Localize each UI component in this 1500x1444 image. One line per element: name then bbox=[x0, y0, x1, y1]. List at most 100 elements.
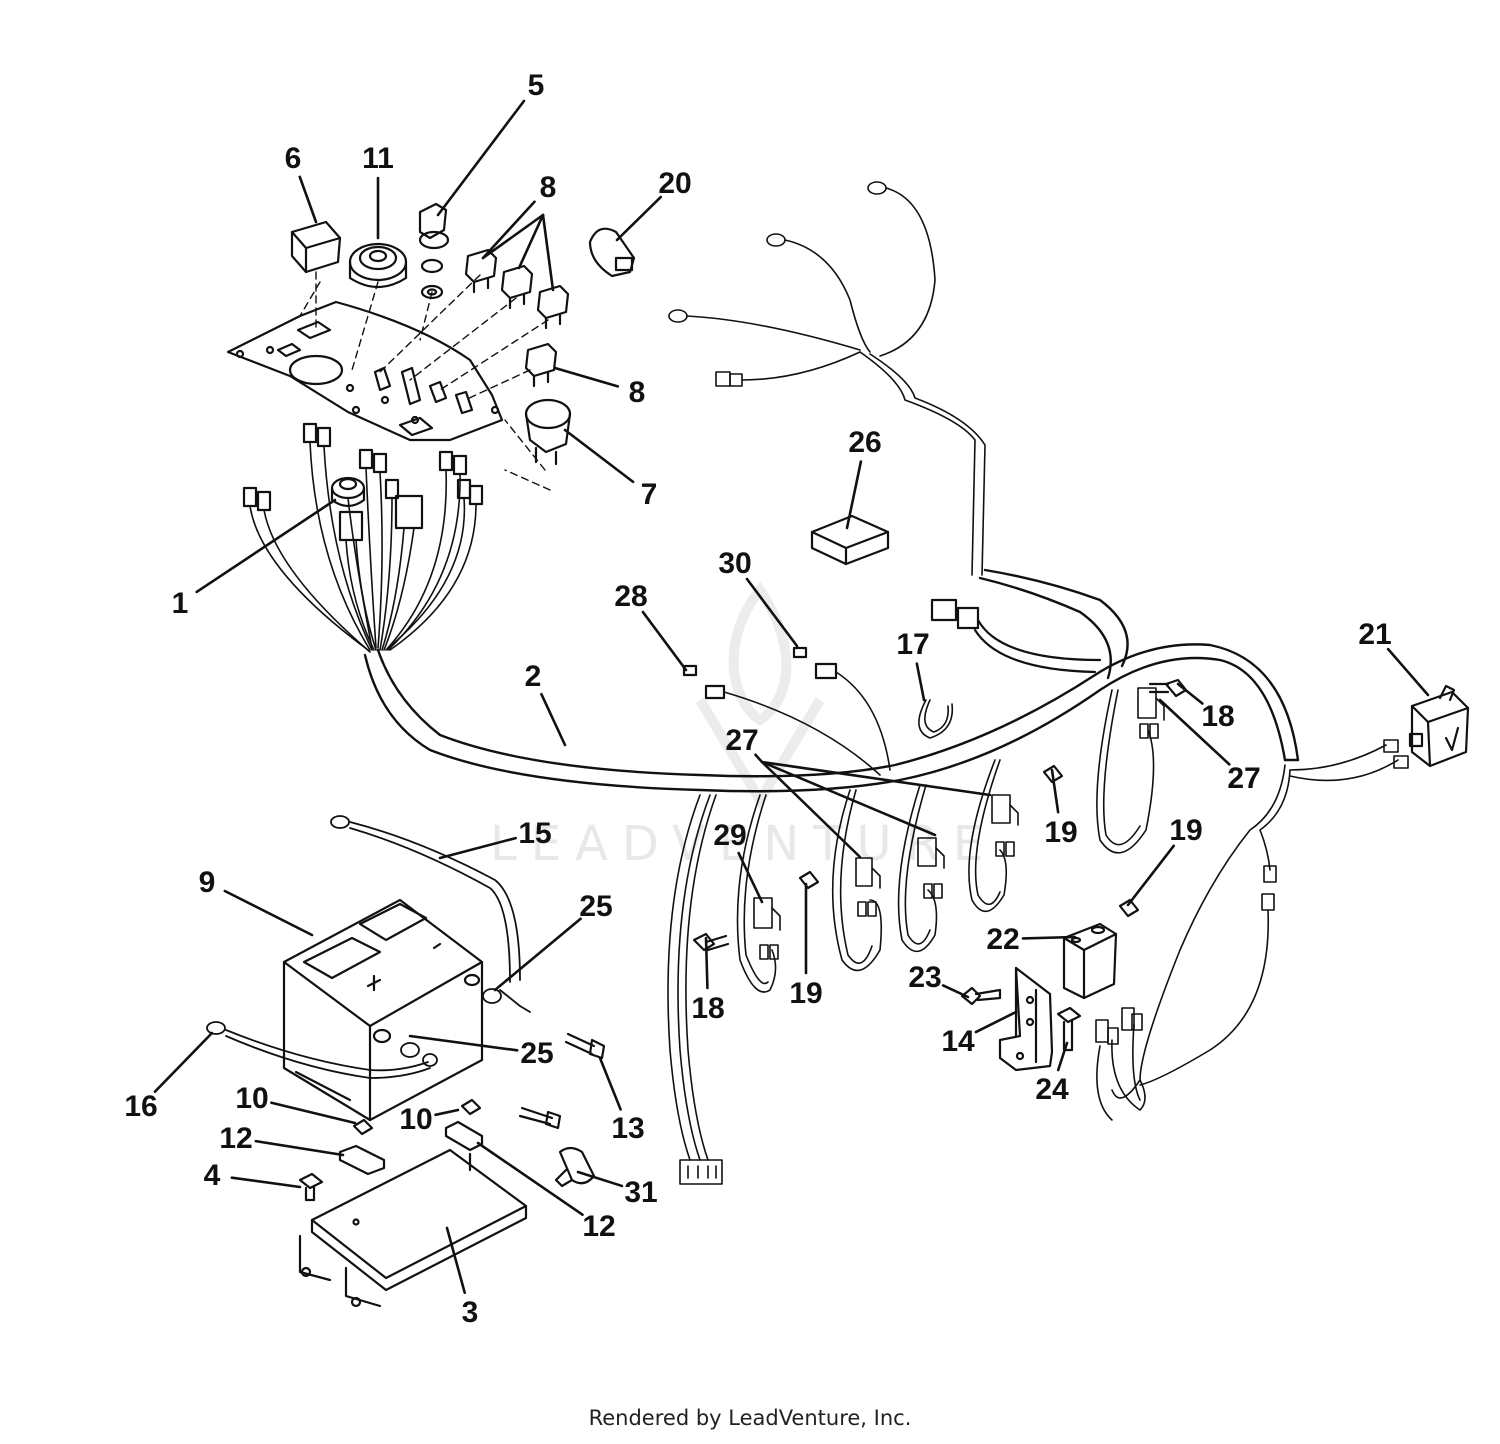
leader-24 bbox=[1056, 1041, 1069, 1072]
dash-panel bbox=[226, 300, 504, 442]
leader-23 bbox=[941, 984, 970, 999]
assembly-lines bbox=[299, 271, 551, 491]
part-29-relay-lead bbox=[736, 794, 781, 993]
leader-25 bbox=[493, 917, 582, 992]
part-6-switch bbox=[290, 220, 342, 274]
callout-15: 15 bbox=[518, 817, 551, 850]
callout-4: 4 bbox=[204, 1159, 221, 1192]
callout-27: 27 bbox=[1227, 762, 1260, 795]
callout-25: 25 bbox=[579, 890, 612, 923]
callout-14: 14 bbox=[941, 1025, 975, 1058]
leader-18 bbox=[1176, 682, 1204, 705]
leader-30 bbox=[745, 577, 799, 648]
callout-5: 5 bbox=[528, 69, 545, 102]
callout-28: 28 bbox=[614, 580, 647, 613]
part-16-cable bbox=[206, 1021, 438, 1079]
leader-lines bbox=[153, 99, 1430, 1295]
main-harness bbox=[363, 568, 1300, 793]
callout-30: 30 bbox=[718, 547, 751, 580]
leader-29 bbox=[737, 851, 764, 904]
part-21-switch bbox=[1408, 684, 1470, 768]
leader-10 bbox=[270, 1101, 357, 1125]
callout-19: 19 bbox=[1044, 816, 1077, 849]
leader-14 bbox=[974, 1010, 1018, 1034]
leader-31 bbox=[576, 1170, 624, 1188]
part-7-pto-switch bbox=[524, 398, 572, 466]
leader-18 bbox=[704, 936, 709, 990]
callout-8: 8 bbox=[629, 376, 646, 409]
leader-8 bbox=[481, 200, 536, 260]
part-20-boot bbox=[588, 227, 636, 278]
callout-31: 31 bbox=[624, 1176, 657, 1209]
leader-27 bbox=[754, 753, 764, 764]
callout-18: 18 bbox=[1201, 700, 1234, 733]
leader-26 bbox=[845, 460, 863, 530]
part-5-key-switch bbox=[418, 202, 450, 300]
callout-12: 12 bbox=[219, 1122, 252, 1155]
leader-16 bbox=[153, 1031, 214, 1093]
callout-29: 29 bbox=[713, 819, 746, 852]
leader-13 bbox=[598, 1056, 622, 1111]
part-26-module bbox=[810, 514, 890, 566]
multi-leader-1-1 bbox=[760, 760, 937, 837]
leader-12 bbox=[254, 1139, 345, 1157]
leader-2 bbox=[540, 692, 567, 747]
callout-1: 1 bbox=[172, 587, 189, 620]
callout-17: 17 bbox=[896, 628, 929, 661]
leader-10 bbox=[434, 1108, 460, 1117]
right-side-wiring bbox=[1095, 739, 1409, 1121]
part-17-jumper bbox=[918, 699, 954, 739]
leader-20 bbox=[615, 195, 663, 242]
part-11-gauge bbox=[348, 242, 408, 289]
callout-13: 13 bbox=[611, 1112, 644, 1145]
ground-wires bbox=[668, 181, 986, 576]
part-15-cable bbox=[330, 815, 531, 1013]
parts-28-30-connectors bbox=[682, 646, 891, 776]
leader-22 bbox=[1021, 935, 1077, 940]
leader-1 bbox=[195, 498, 337, 594]
leader-19 bbox=[1126, 844, 1176, 907]
leader-3 bbox=[445, 1226, 467, 1295]
part-4-screw bbox=[298, 1172, 324, 1202]
leader-25 bbox=[408, 1034, 519, 1052]
callout-20: 20 bbox=[658, 167, 691, 200]
callout-19: 19 bbox=[1169, 814, 1202, 847]
callout-9: 9 bbox=[199, 866, 216, 899]
part-9-battery bbox=[282, 898, 484, 1122]
callout-2: 2 bbox=[525, 660, 542, 693]
leader-17 bbox=[915, 662, 926, 702]
callout-22: 22 bbox=[986, 923, 1019, 956]
callout-18: 18 bbox=[691, 992, 724, 1025]
part-3-battery-tray bbox=[298, 1148, 528, 1308]
part-12-clamps bbox=[338, 1120, 484, 1176]
leader-5 bbox=[436, 99, 526, 217]
callout-24: 24 bbox=[1035, 1073, 1069, 1106]
leader-15 bbox=[438, 836, 517, 860]
callout-3: 3 bbox=[462, 1296, 479, 1329]
callout-21: 21 bbox=[1358, 618, 1391, 651]
part-22-solenoid bbox=[1062, 922, 1118, 1000]
lower-harness-lead bbox=[667, 794, 723, 1185]
leader-8 bbox=[553, 366, 620, 388]
leader-7 bbox=[563, 428, 635, 484]
leader-19 bbox=[1050, 768, 1060, 814]
leader-12 bbox=[476, 1141, 584, 1216]
callout-7: 7 bbox=[641, 478, 658, 511]
callout-19: 19 bbox=[789, 977, 822, 1010]
leader-9 bbox=[223, 889, 314, 937]
multi-leader-1-2 bbox=[760, 760, 862, 859]
multi-leader-lines bbox=[481, 213, 992, 859]
leader-6 bbox=[298, 175, 318, 224]
callout-8: 8 bbox=[540, 171, 557, 204]
multi-leader-1-0 bbox=[760, 760, 992, 797]
leader-28 bbox=[641, 610, 688, 672]
leader-21 bbox=[1386, 647, 1430, 697]
callout-labels: 1234567889101011121213141516171818191919… bbox=[124, 69, 1391, 1329]
part-10-nuts bbox=[352, 1098, 482, 1136]
part-13-bolts bbox=[518, 1032, 606, 1130]
dash-wires bbox=[249, 441, 477, 653]
callout-26: 26 bbox=[848, 426, 881, 459]
callout-10: 10 bbox=[399, 1103, 432, 1136]
callout-12: 12 bbox=[582, 1210, 615, 1243]
